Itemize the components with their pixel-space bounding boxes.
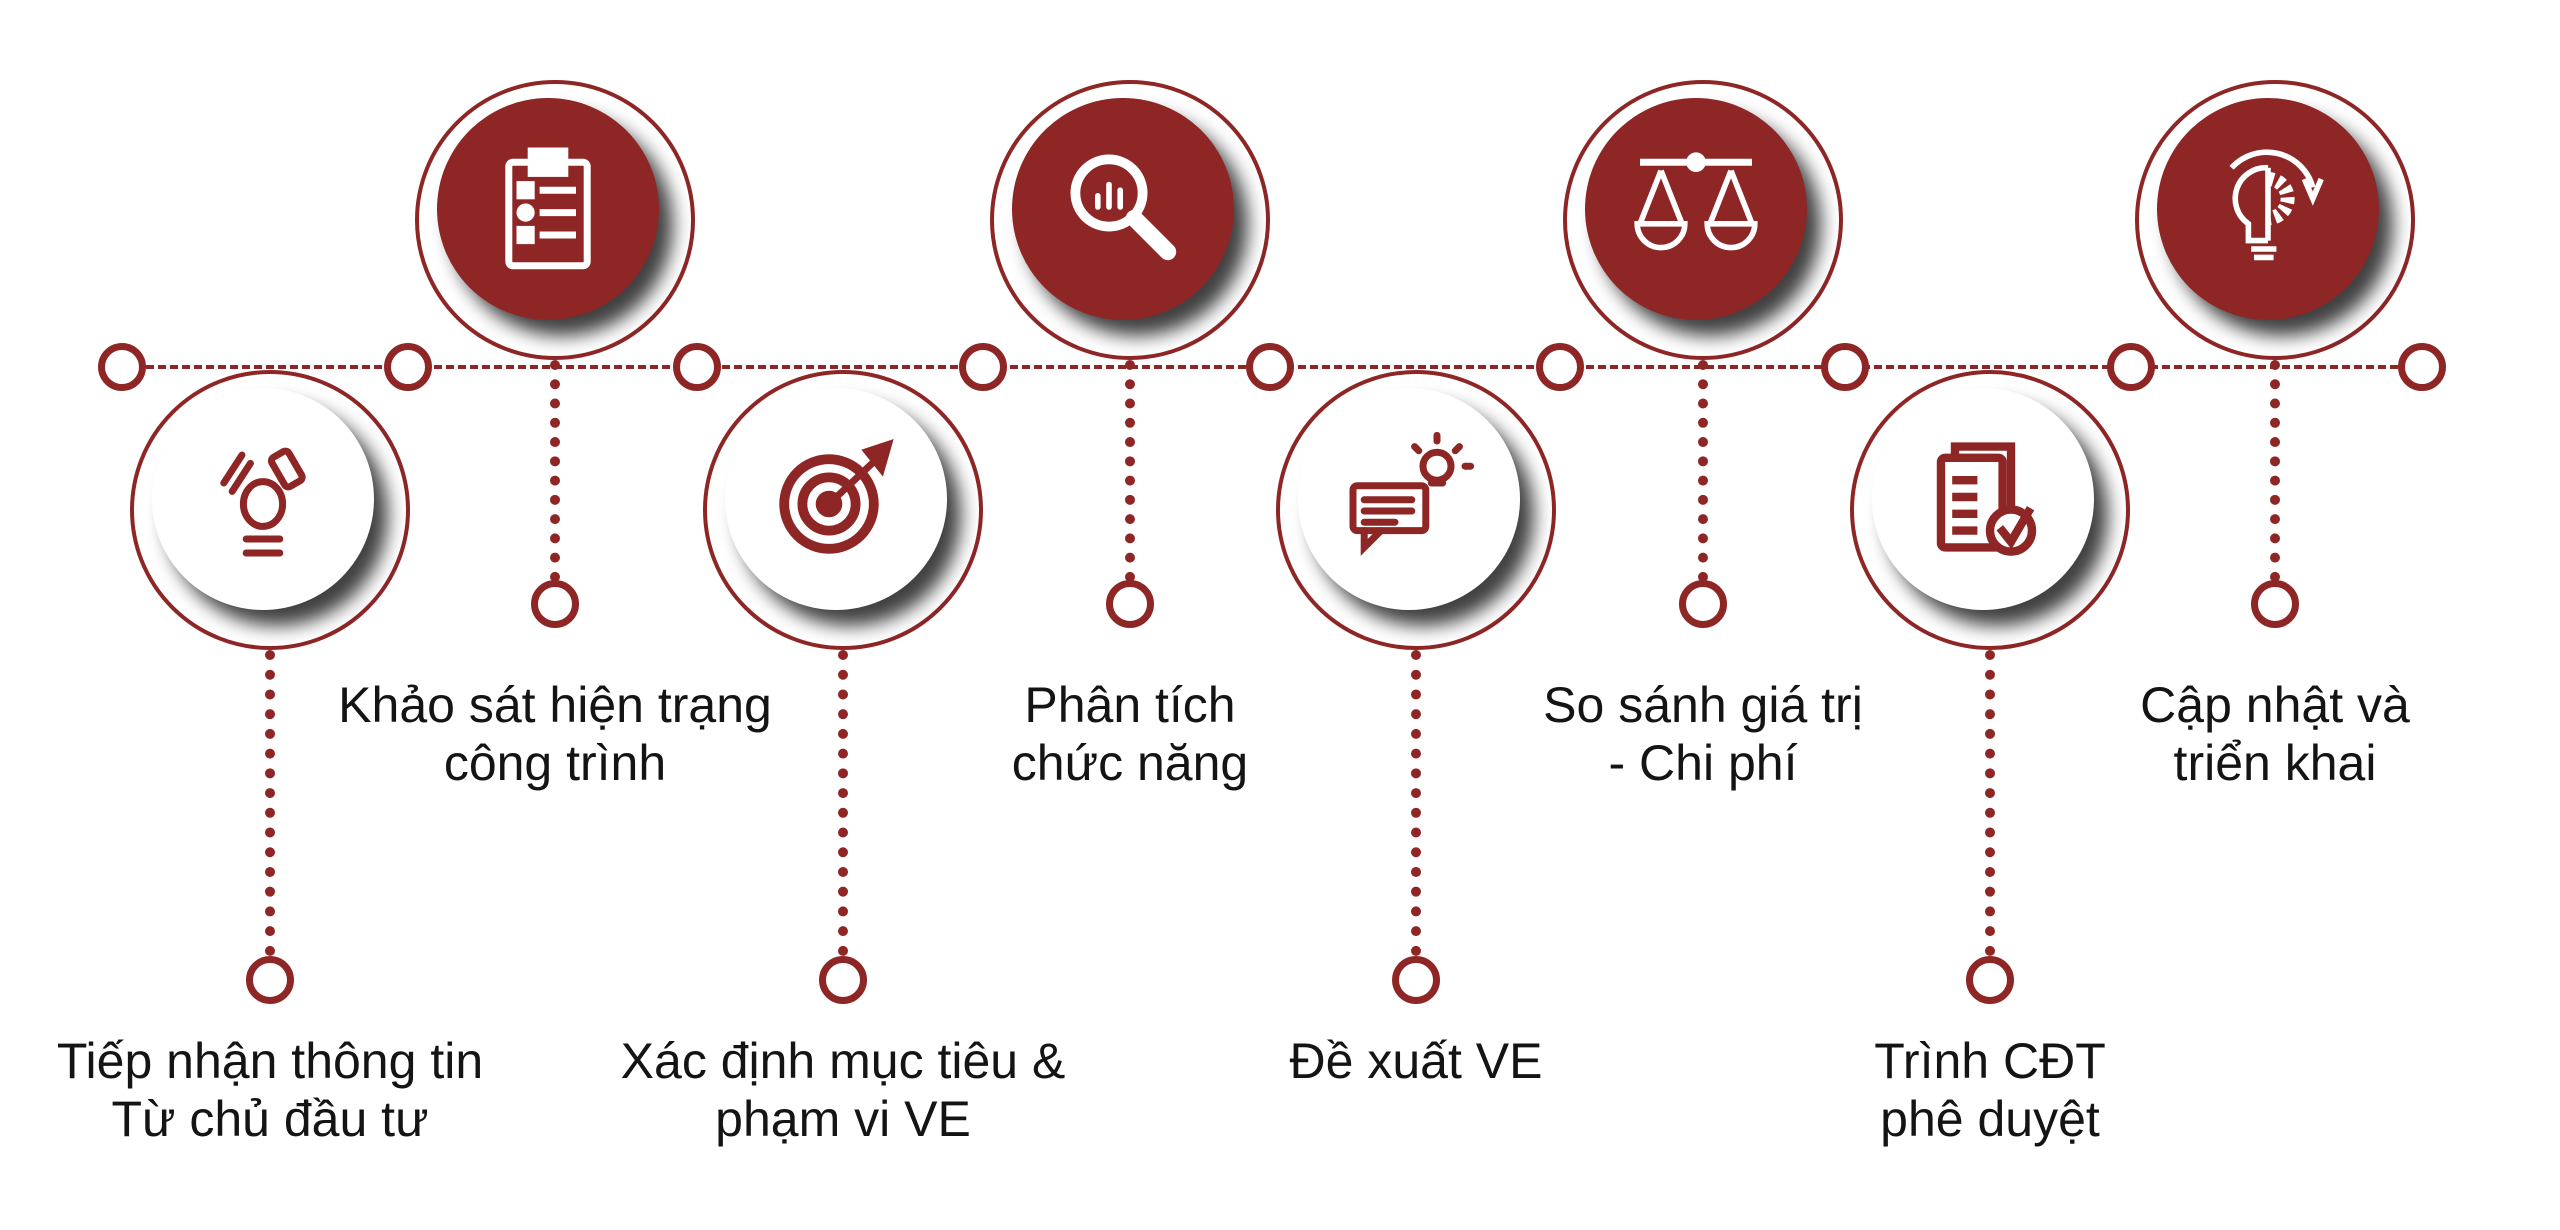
step-icon-disc	[1298, 388, 1520, 610]
step-connector-dotted-line	[1411, 650, 1421, 956]
step-end-ring	[1106, 580, 1154, 628]
step-icon-disc	[1012, 98, 1234, 320]
step-circle-1	[130, 370, 410, 650]
step-label: Xác định mục tiêu &phạm vi VE	[621, 1032, 1066, 1148]
timeline-node-ring	[1536, 343, 1584, 391]
step-connector-dotted-line	[1985, 650, 1995, 956]
step-connector-dotted-line	[550, 360, 560, 582]
step-label-line: chức năng	[1011, 735, 1249, 791]
magnifier-chart-icon	[1053, 137, 1193, 282]
step-label-line: Tiếp nhận thông tin	[56, 1033, 484, 1089]
step-circle-3	[703, 370, 983, 650]
timeline-node-ring	[673, 343, 721, 391]
step-circle-5	[1276, 370, 1556, 650]
step-end-ring	[246, 956, 294, 1004]
step-label-line: - Chi phí	[1608, 735, 1798, 791]
step-connector-dotted-line	[2270, 360, 2280, 582]
step-icon-disc	[2157, 98, 2379, 320]
clipboard-checklist-icon	[478, 137, 618, 282]
step-label-line: Đề xuất VE	[1289, 1033, 1543, 1089]
timeline-node-ring	[98, 343, 146, 391]
step-end-ring	[1966, 956, 2014, 1004]
balance-scale-icon	[1626, 137, 1766, 282]
step-label-line: phê duyệt	[1880, 1091, 2100, 1147]
step-circle-2	[415, 80, 695, 360]
step-label-line: phạm vi VE	[715, 1091, 971, 1147]
step-connector-dotted-line	[838, 650, 848, 956]
step-label-line: triển khai	[2173, 735, 2377, 791]
step-connector-dotted-line	[265, 650, 275, 956]
step-end-ring	[819, 956, 867, 1004]
timeline-node-ring	[2398, 343, 2446, 391]
step-label-line: công trình	[443, 735, 667, 791]
step-end-ring	[1679, 580, 1727, 628]
document-check-icon	[1913, 427, 2053, 572]
step-end-ring	[2251, 580, 2299, 628]
timeline-node-ring	[1821, 343, 1869, 391]
chat-lightbulb-icon	[1339, 427, 1479, 572]
step-icon-disc	[1585, 98, 1807, 320]
timeline-node-ring	[959, 343, 1007, 391]
step-connector-dotted-line	[1698, 360, 1708, 582]
lightbulb-gear-icon	[2198, 137, 2338, 282]
step-label-line: Phân tích	[1024, 677, 1236, 733]
step-label-line: Trình CĐT	[1874, 1033, 2106, 1089]
step-icon-disc	[1872, 388, 2094, 610]
step-icon-disc	[152, 388, 374, 610]
step-label: So sánh giá trị- Chi phí	[1543, 676, 1863, 792]
step-circle-4	[990, 80, 1270, 360]
timeline-node-ring	[2107, 343, 2155, 391]
step-end-ring	[531, 580, 579, 628]
step-label-line: Xác định mục tiêu &	[620, 1033, 1066, 1089]
step-circle-8	[2135, 80, 2415, 360]
target-arrow-icon	[766, 427, 906, 572]
step-label-line: So sánh giá trị	[1543, 677, 1863, 733]
step-label-line: Khảo sát hiện trạng	[338, 677, 772, 733]
idea-objects-icon	[193, 427, 333, 572]
step-label: Đề xuất VE	[1290, 1032, 1543, 1090]
step-end-ring	[1392, 956, 1440, 1004]
step-icon-disc	[437, 98, 659, 320]
step-circle-7	[1850, 370, 2130, 650]
timeline-node-ring	[1246, 343, 1294, 391]
step-icon-disc	[725, 388, 947, 610]
step-circle-6	[1563, 80, 1843, 360]
step-label-line: Cập nhật và	[2140, 677, 2410, 733]
step-connector-dotted-line	[1125, 360, 1135, 582]
step-label-line: Từ chủ đầu tư	[111, 1091, 429, 1147]
timeline-node-ring	[384, 343, 432, 391]
